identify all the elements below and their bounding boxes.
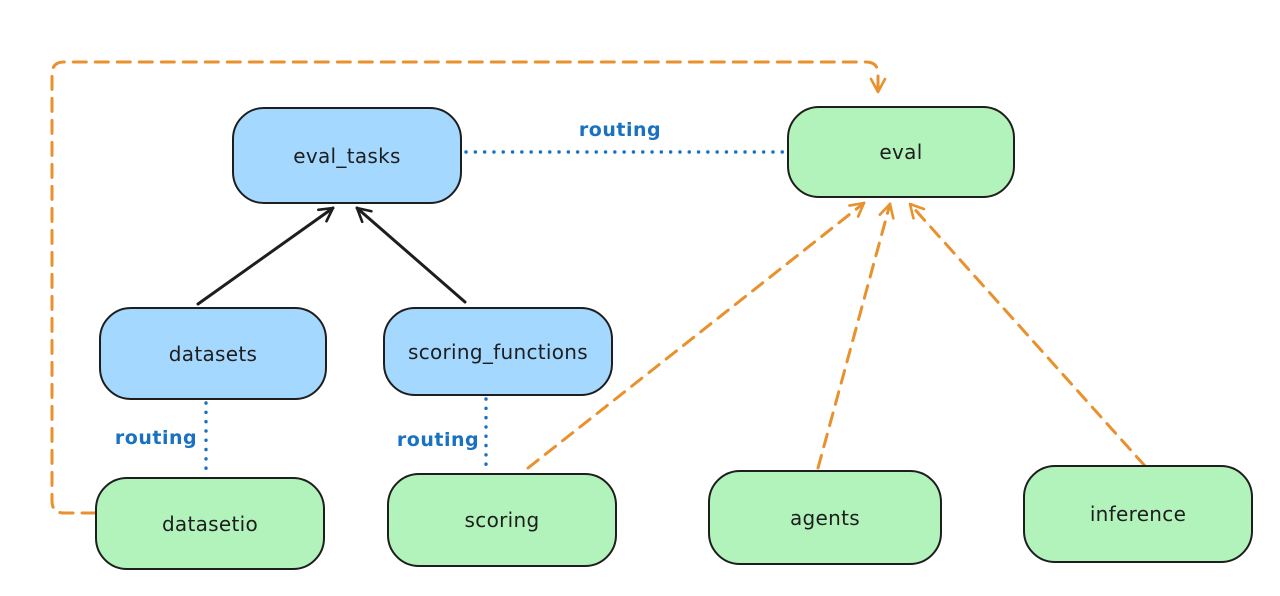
node-agents: agents <box>708 470 942 565</box>
node-datasets-label: datasets <box>168 341 258 366</box>
node-scoring: scoring <box>387 473 617 567</box>
node-inference-label: inference <box>1089 502 1187 526</box>
node-eval-label: eval <box>879 140 923 164</box>
edge-scoring-functions-to-eval-tasks <box>355 206 467 304</box>
node-eval-tasks-label: eval_tasks <box>293 143 401 168</box>
node-datasetio-label: datasetio <box>161 511 259 536</box>
routing-label-scoring-functions-scoring: routing <box>396 429 480 451</box>
edge-datasetio-to-eval <box>50 60 887 515</box>
node-datasets: datasets <box>99 307 327 400</box>
routing-label-eval-tasks-eval: routing <box>578 119 662 141</box>
edge-scoring-to-eval <box>526 201 866 470</box>
edge-agents-to-eval <box>816 202 895 470</box>
node-inference: inference <box>1023 465 1253 563</box>
node-eval: eval <box>787 106 1015 198</box>
node-agents-label: agents <box>790 505 860 530</box>
node-scoring-functions-label: scoring_functions <box>407 339 589 364</box>
edge-inference-to-eval <box>908 202 1147 468</box>
node-datasetio: datasetio <box>95 477 325 570</box>
node-eval-tasks: eval_tasks <box>232 107 462 204</box>
edge-datasets-to-eval-tasks <box>196 206 335 306</box>
node-scoring-label: scoring <box>464 508 540 532</box>
node-scoring-functions: scoring_functions <box>383 307 613 396</box>
routing-label-datasets-datasetio: routing <box>114 427 198 449</box>
